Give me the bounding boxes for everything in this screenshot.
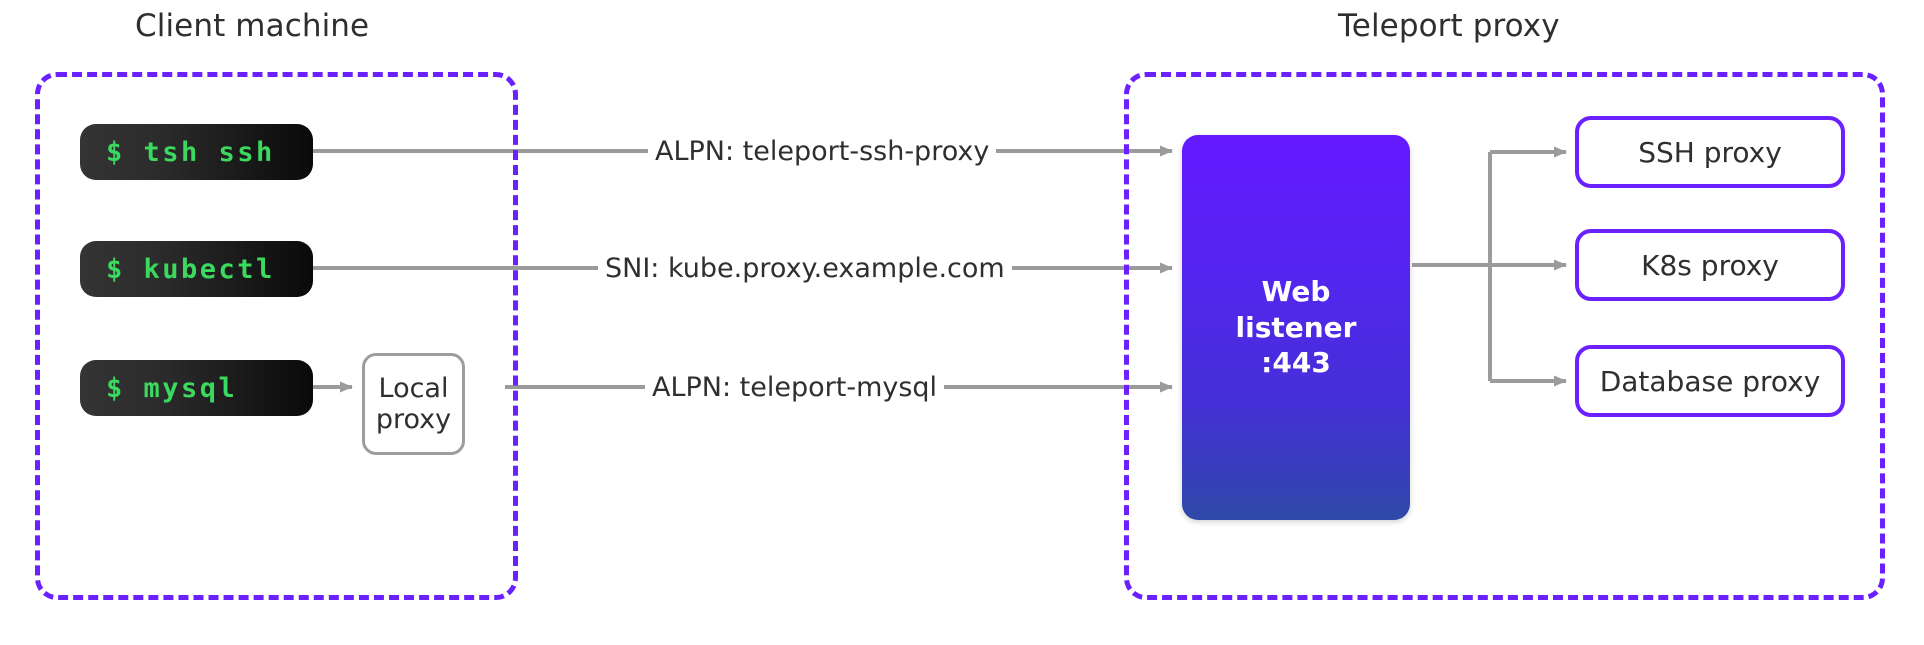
- terminal-kubectl-text: $ kubectl: [106, 253, 275, 285]
- terminal-mysql-text: $ mysql: [106, 372, 238, 404]
- web-listener-label-line1: Web: [1261, 274, 1331, 308]
- terminal-tsh-ssh[interactable]: $ tsh ssh: [80, 124, 313, 180]
- web-listener-label-line2: listener: [1235, 310, 1357, 344]
- database-proxy-box[interactable]: Database proxy: [1575, 345, 1845, 417]
- web-listener-box[interactable]: Web listener :443: [1182, 135, 1410, 520]
- local-proxy-box[interactable]: Local proxy: [362, 353, 465, 455]
- k8s-proxy-label: K8s proxy: [1641, 248, 1779, 282]
- web-listener-label-line3: :443: [1261, 346, 1331, 380]
- connection-label-kube: SNI: kube.proxy.example.com: [598, 253, 1012, 284]
- connection-label-ssh: ALPN: teleport-ssh-proxy: [648, 136, 997, 167]
- local-proxy-label-line2: proxy: [375, 404, 452, 435]
- terminal-tsh-ssh-text: $ tsh ssh: [106, 136, 275, 168]
- connection-label-mysql: ALPN: teleport-mysql: [645, 372, 945, 403]
- local-proxy-label-line1: Local: [378, 372, 449, 404]
- terminal-mysql[interactable]: $ mysql: [80, 360, 313, 416]
- zone-title-client: Client machine: [135, 8, 370, 44]
- terminal-kubectl[interactable]: $ kubectl: [80, 241, 313, 297]
- ssh-proxy-box[interactable]: SSH proxy: [1575, 116, 1845, 188]
- k8s-proxy-box[interactable]: K8s proxy: [1575, 229, 1845, 301]
- ssh-proxy-label: SSH proxy: [1638, 135, 1782, 169]
- zone-title-teleport-proxy: Teleport proxy: [1338, 8, 1560, 44]
- database-proxy-label: Database proxy: [1599, 364, 1821, 398]
- client-machine-boundary: [35, 72, 518, 600]
- teleport-proxy-boundary: [1124, 72, 1885, 600]
